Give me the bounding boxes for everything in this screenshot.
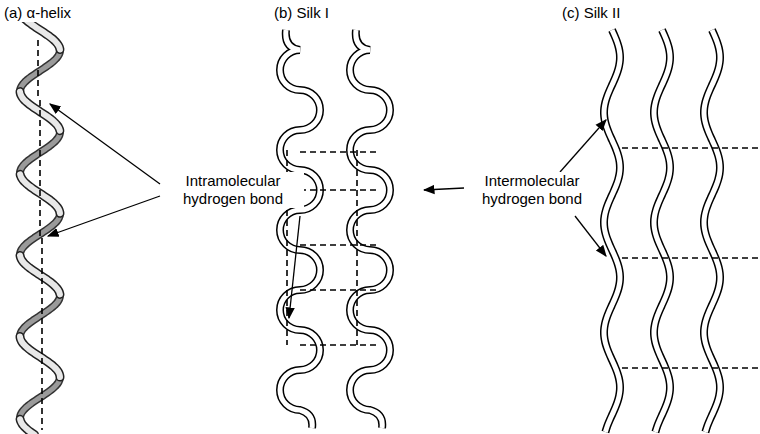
callout-label: Intermolecular hydrogen bond bbox=[466, 172, 598, 208]
alpha-helix bbox=[20, 11, 60, 434]
hydrogen-bond-lines bbox=[38, 40, 760, 430]
panel-title: (a) α-helix bbox=[2, 4, 73, 22]
panel-title: (c) Silk II bbox=[560, 4, 622, 22]
leader-arrows bbox=[48, 104, 606, 318]
panel-title: (b) Silk I bbox=[272, 4, 331, 22]
silk-i-chains bbox=[280, 30, 390, 428]
callout-label: Intramolecular hydrogen bond bbox=[162, 172, 304, 208]
silk-ii-chains bbox=[604, 30, 720, 432]
